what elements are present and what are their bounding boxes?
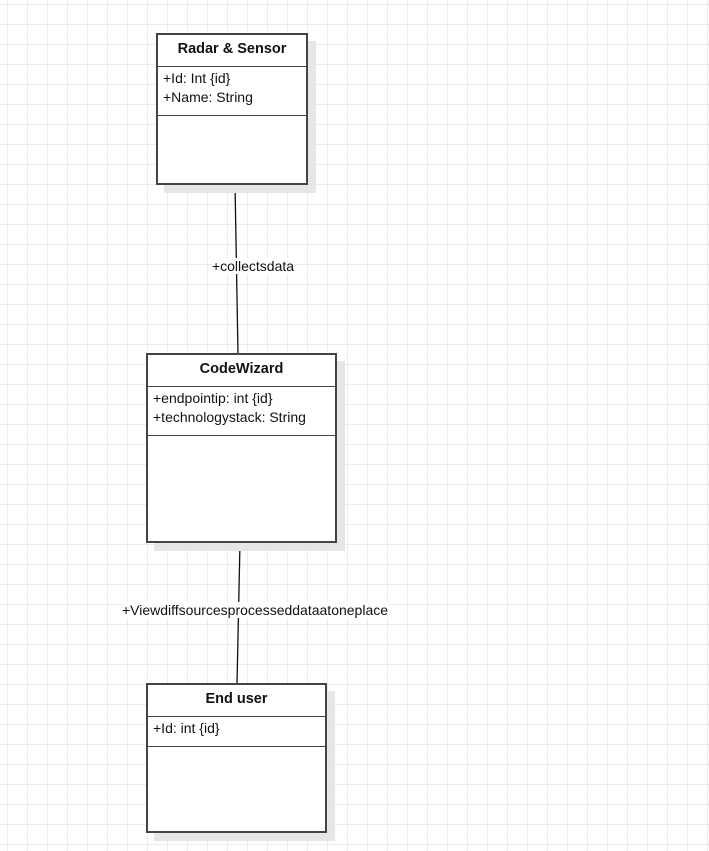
- class-attributes: +Id: int {id}: [148, 717, 325, 747]
- class-radar-sensor[interactable]: Radar & Sensor +Id: Int {id} +Name: Stri…: [156, 33, 308, 185]
- attribute: +Id: Int {id}: [163, 70, 231, 86]
- association-label[interactable]: +collectsdata: [211, 258, 295, 274]
- class-codewizard[interactable]: CodeWizard +endpointip: int {id} +techno…: [146, 353, 337, 543]
- class-name: End user: [148, 685, 325, 717]
- attribute: +technologystack: String: [153, 409, 306, 425]
- class-attributes: +Id: Int {id} +Name: String: [158, 67, 306, 116]
- attribute: +endpointip: int {id}: [153, 390, 273, 406]
- class-name: Radar & Sensor: [158, 35, 306, 67]
- class-attributes: +endpointip: int {id} +technologystack: …: [148, 387, 335, 436]
- association-label[interactable]: +Viewdiffsourcesprocesseddataatoneplace: [121, 602, 389, 618]
- attribute: +Name: String: [163, 89, 253, 105]
- class-end-user[interactable]: End user +Id: int {id}: [146, 683, 327, 833]
- attribute: +Id: int {id}: [153, 720, 220, 736]
- class-name: CodeWizard: [148, 355, 335, 387]
